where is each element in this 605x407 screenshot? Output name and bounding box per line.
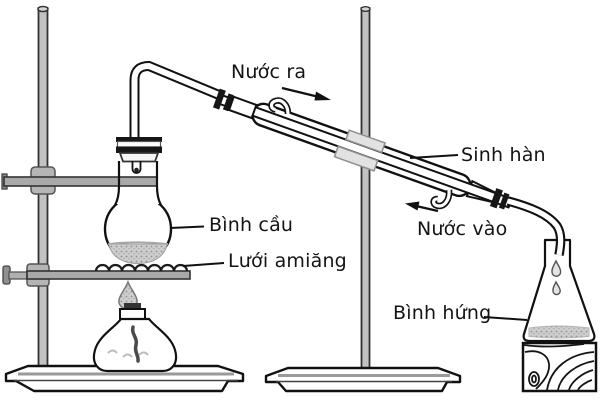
water-outlet-hook: [268, 97, 292, 115]
label-condenser: Sinh hàn: [461, 144, 546, 166]
ring-arm: [26, 270, 191, 280]
leader-asbestos-mesh: [182, 262, 225, 267]
liquid-drop: [551, 259, 562, 277]
label-asbestos-mesh: Lưới amiăng: [228, 250, 347, 272]
condenser-clamp-bands: [333, 129, 387, 172]
label-water-in: Nước vào: [417, 218, 508, 240]
delivery-tube: [506, 196, 566, 256]
wick-holder: [124, 303, 141, 310]
collected-liquid: [528, 325, 590, 339]
flask-liquid: [107, 243, 169, 265]
flask-neck: [114, 161, 121, 206]
flask-stopper: [116, 137, 162, 174]
water-out-arrow: [281, 86, 331, 101]
leader-lines: [169, 154, 528, 321]
water-in-arrow: [405, 201, 439, 213]
stopper-band: [498, 192, 510, 210]
right-stand-base: [264, 366, 462, 393]
leader-round-flask: [169, 225, 205, 229]
label-water-out: Nước ra: [231, 61, 307, 83]
leader-collection-flask: [483, 316, 528, 321]
rod-cap: [37, 5, 49, 13]
arrowhead-right-icon: [314, 91, 331, 101]
stopper-band: [489, 188, 503, 209]
liquid-drop: [552, 280, 561, 296]
asbestos-mesh: [94, 263, 189, 272]
stopper-band: [222, 93, 234, 112]
stopper-tube-tip: [131, 161, 142, 169]
label-round-flask: Bình cầu: [209, 214, 294, 236]
wood-block: [521, 341, 598, 393]
round-flask: [103, 161, 173, 265]
wick: [130, 325, 140, 363]
right-stand-rod: [360, 5, 371, 373]
erlenmeyer-flask: [522, 238, 596, 343]
leader-condenser: [409, 154, 459, 159]
water-inlet-hook: [430, 189, 453, 210]
arrowhead-left-icon: [405, 201, 420, 211]
clamp-arm: [3, 176, 158, 187]
stopper-band: [212, 88, 226, 110]
label-collection-flask: Bình hứng: [393, 302, 492, 324]
vapor-tube: [129, 60, 221, 142]
spirit-lamp: [92, 279, 178, 373]
